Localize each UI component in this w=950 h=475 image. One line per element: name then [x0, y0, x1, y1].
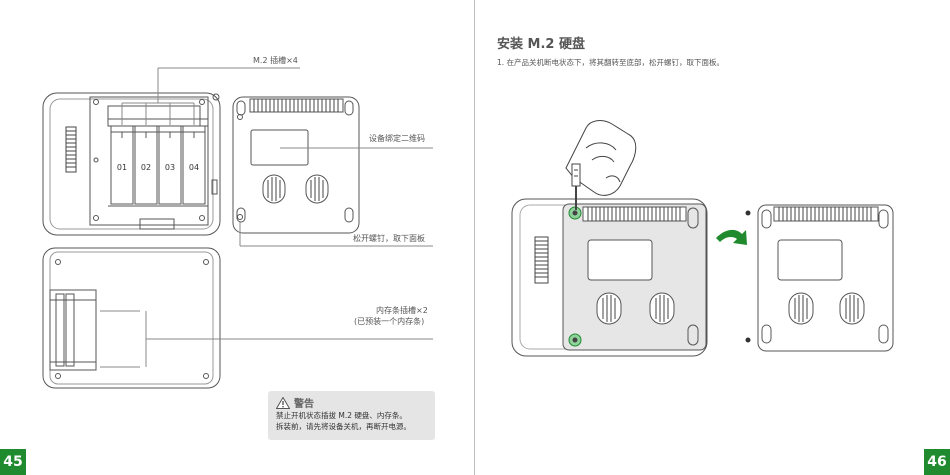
detached-panel [758, 205, 893, 351]
callout-qr-code: 设备绑定二维码 [369, 133, 425, 144]
callout-m2-slots: M.2 插槽×4 [253, 55, 298, 66]
warning-box: 警告 禁止开机状态插拔 M.2 硬盘、内存条。 拆装前，请先将设备关机，再断开电… [268, 391, 435, 440]
warning-line-1: 禁止开机状态插拔 M.2 硬盘、内存条。 [276, 411, 427, 421]
device-ram-view [43, 248, 220, 388]
slot-label-01: 01 [117, 163, 127, 172]
slot-label-02: 02 [141, 163, 151, 172]
callout-loosen-screws: 松开螺钉，取下面板 [353, 233, 425, 244]
loose-screws [746, 211, 751, 343]
slot-label-04: 04 [189, 163, 199, 172]
warning-header: 警告 [276, 395, 427, 410]
warning-triangle-icon [276, 397, 290, 409]
warning-title: 警告 [294, 395, 314, 410]
device-panel-on [512, 199, 707, 356]
device-bottom-panel [233, 97, 359, 233]
callout-ram-slot-line2: (已预装一个内存条) [354, 316, 424, 327]
hand-screwdriver [566, 121, 636, 210]
right-illustrations [474, 0, 950, 475]
slot-label-03: 03 [165, 163, 175, 172]
page-number-left: 45 [0, 449, 26, 475]
rotate-arrow-icon [716, 230, 747, 245]
callout-ram-slot-line1: 内存条插槽×2 [376, 305, 428, 316]
warning-line-2: 拆装前，请先将设备关机，再断开电源。 [276, 422, 427, 432]
